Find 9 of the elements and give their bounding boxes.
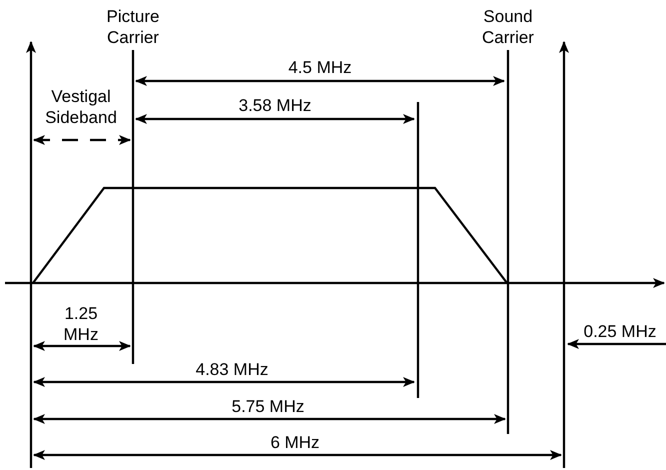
dimension-label: 5.75 MHz bbox=[232, 396, 304, 417]
dimension-label: 4.5 MHz bbox=[288, 57, 352, 78]
band-label: Vestigal Sideband bbox=[44, 86, 118, 128]
dimension-label: 1.25 MHz bbox=[62, 303, 100, 345]
dimension-label: 4.83 MHz bbox=[196, 359, 268, 380]
dimension-label: 6 MHz bbox=[270, 432, 320, 453]
carrier-label: Picture Carrier bbox=[106, 6, 160, 48]
dimension-label: 3.58 MHz bbox=[238, 95, 312, 116]
carrier-label: Sound Carrier bbox=[481, 6, 535, 48]
